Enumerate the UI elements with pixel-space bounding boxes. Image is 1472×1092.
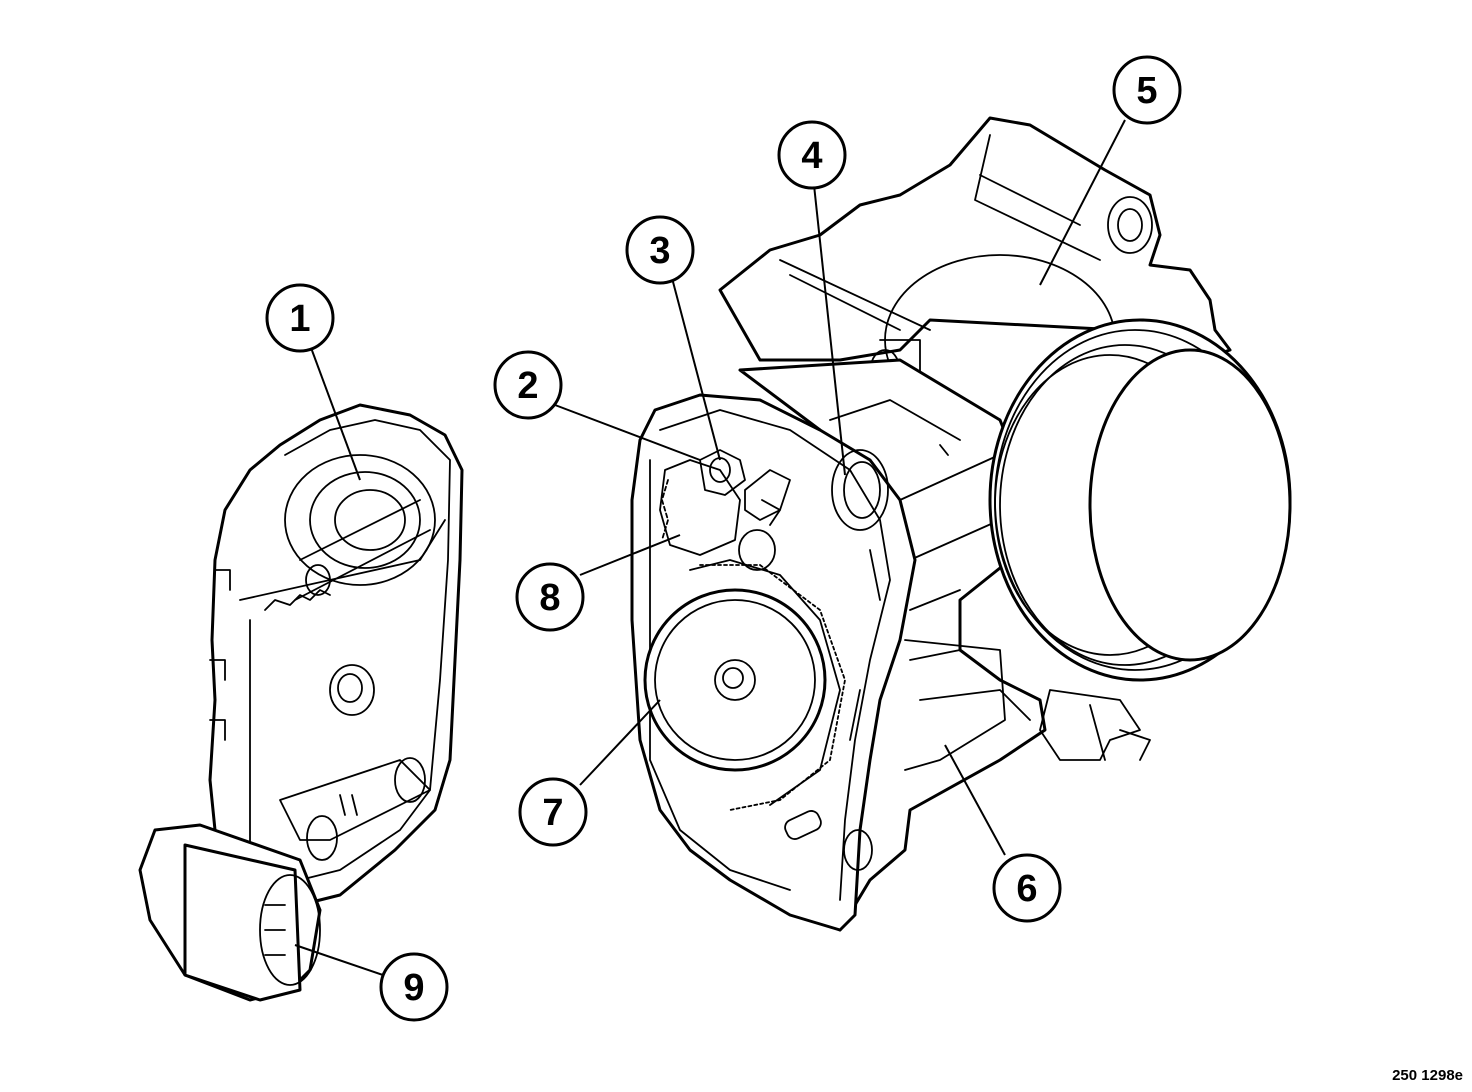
leader-4 xyxy=(813,184,846,476)
callout-2-label: 2 xyxy=(517,365,538,407)
leader-9 xyxy=(294,944,384,976)
callout-8: 8 xyxy=(515,562,585,632)
callout-7-label: 7 xyxy=(542,792,563,834)
connector xyxy=(138,823,322,1002)
callout-6: 6 xyxy=(992,853,1062,923)
callout-4-label: 4 xyxy=(801,135,822,177)
callout-1: 1 xyxy=(265,283,335,353)
leader-2 xyxy=(554,404,701,461)
callout-3-label: 3 xyxy=(649,230,670,272)
throttle-body-housing xyxy=(630,116,1292,932)
callout-7: 7 xyxy=(518,777,588,847)
leader-lines xyxy=(294,119,1126,976)
callout-3: 3 xyxy=(625,215,695,285)
gear-train xyxy=(643,449,846,811)
callout-9-label: 9 xyxy=(403,967,424,1009)
leader-5 xyxy=(1039,119,1126,286)
leader-1 xyxy=(309,344,361,481)
callout-2: 2 xyxy=(493,350,563,420)
leader-8 xyxy=(579,534,681,576)
figure-code: 250 1298e xyxy=(1392,1067,1463,1084)
leader-7 xyxy=(579,699,661,786)
callout-5-label: 5 xyxy=(1136,70,1157,112)
callout-9: 9 xyxy=(379,952,449,1022)
callout-1-label: 1 xyxy=(289,298,310,340)
leader-6 xyxy=(944,744,1006,856)
callout-4: 4 xyxy=(777,120,847,190)
leader-3 xyxy=(671,277,721,461)
callout-6-label: 6 xyxy=(1016,868,1037,910)
sensor-cover xyxy=(208,403,464,907)
callout-8-label: 8 xyxy=(539,577,560,619)
callout-5: 5 xyxy=(1112,55,1182,125)
